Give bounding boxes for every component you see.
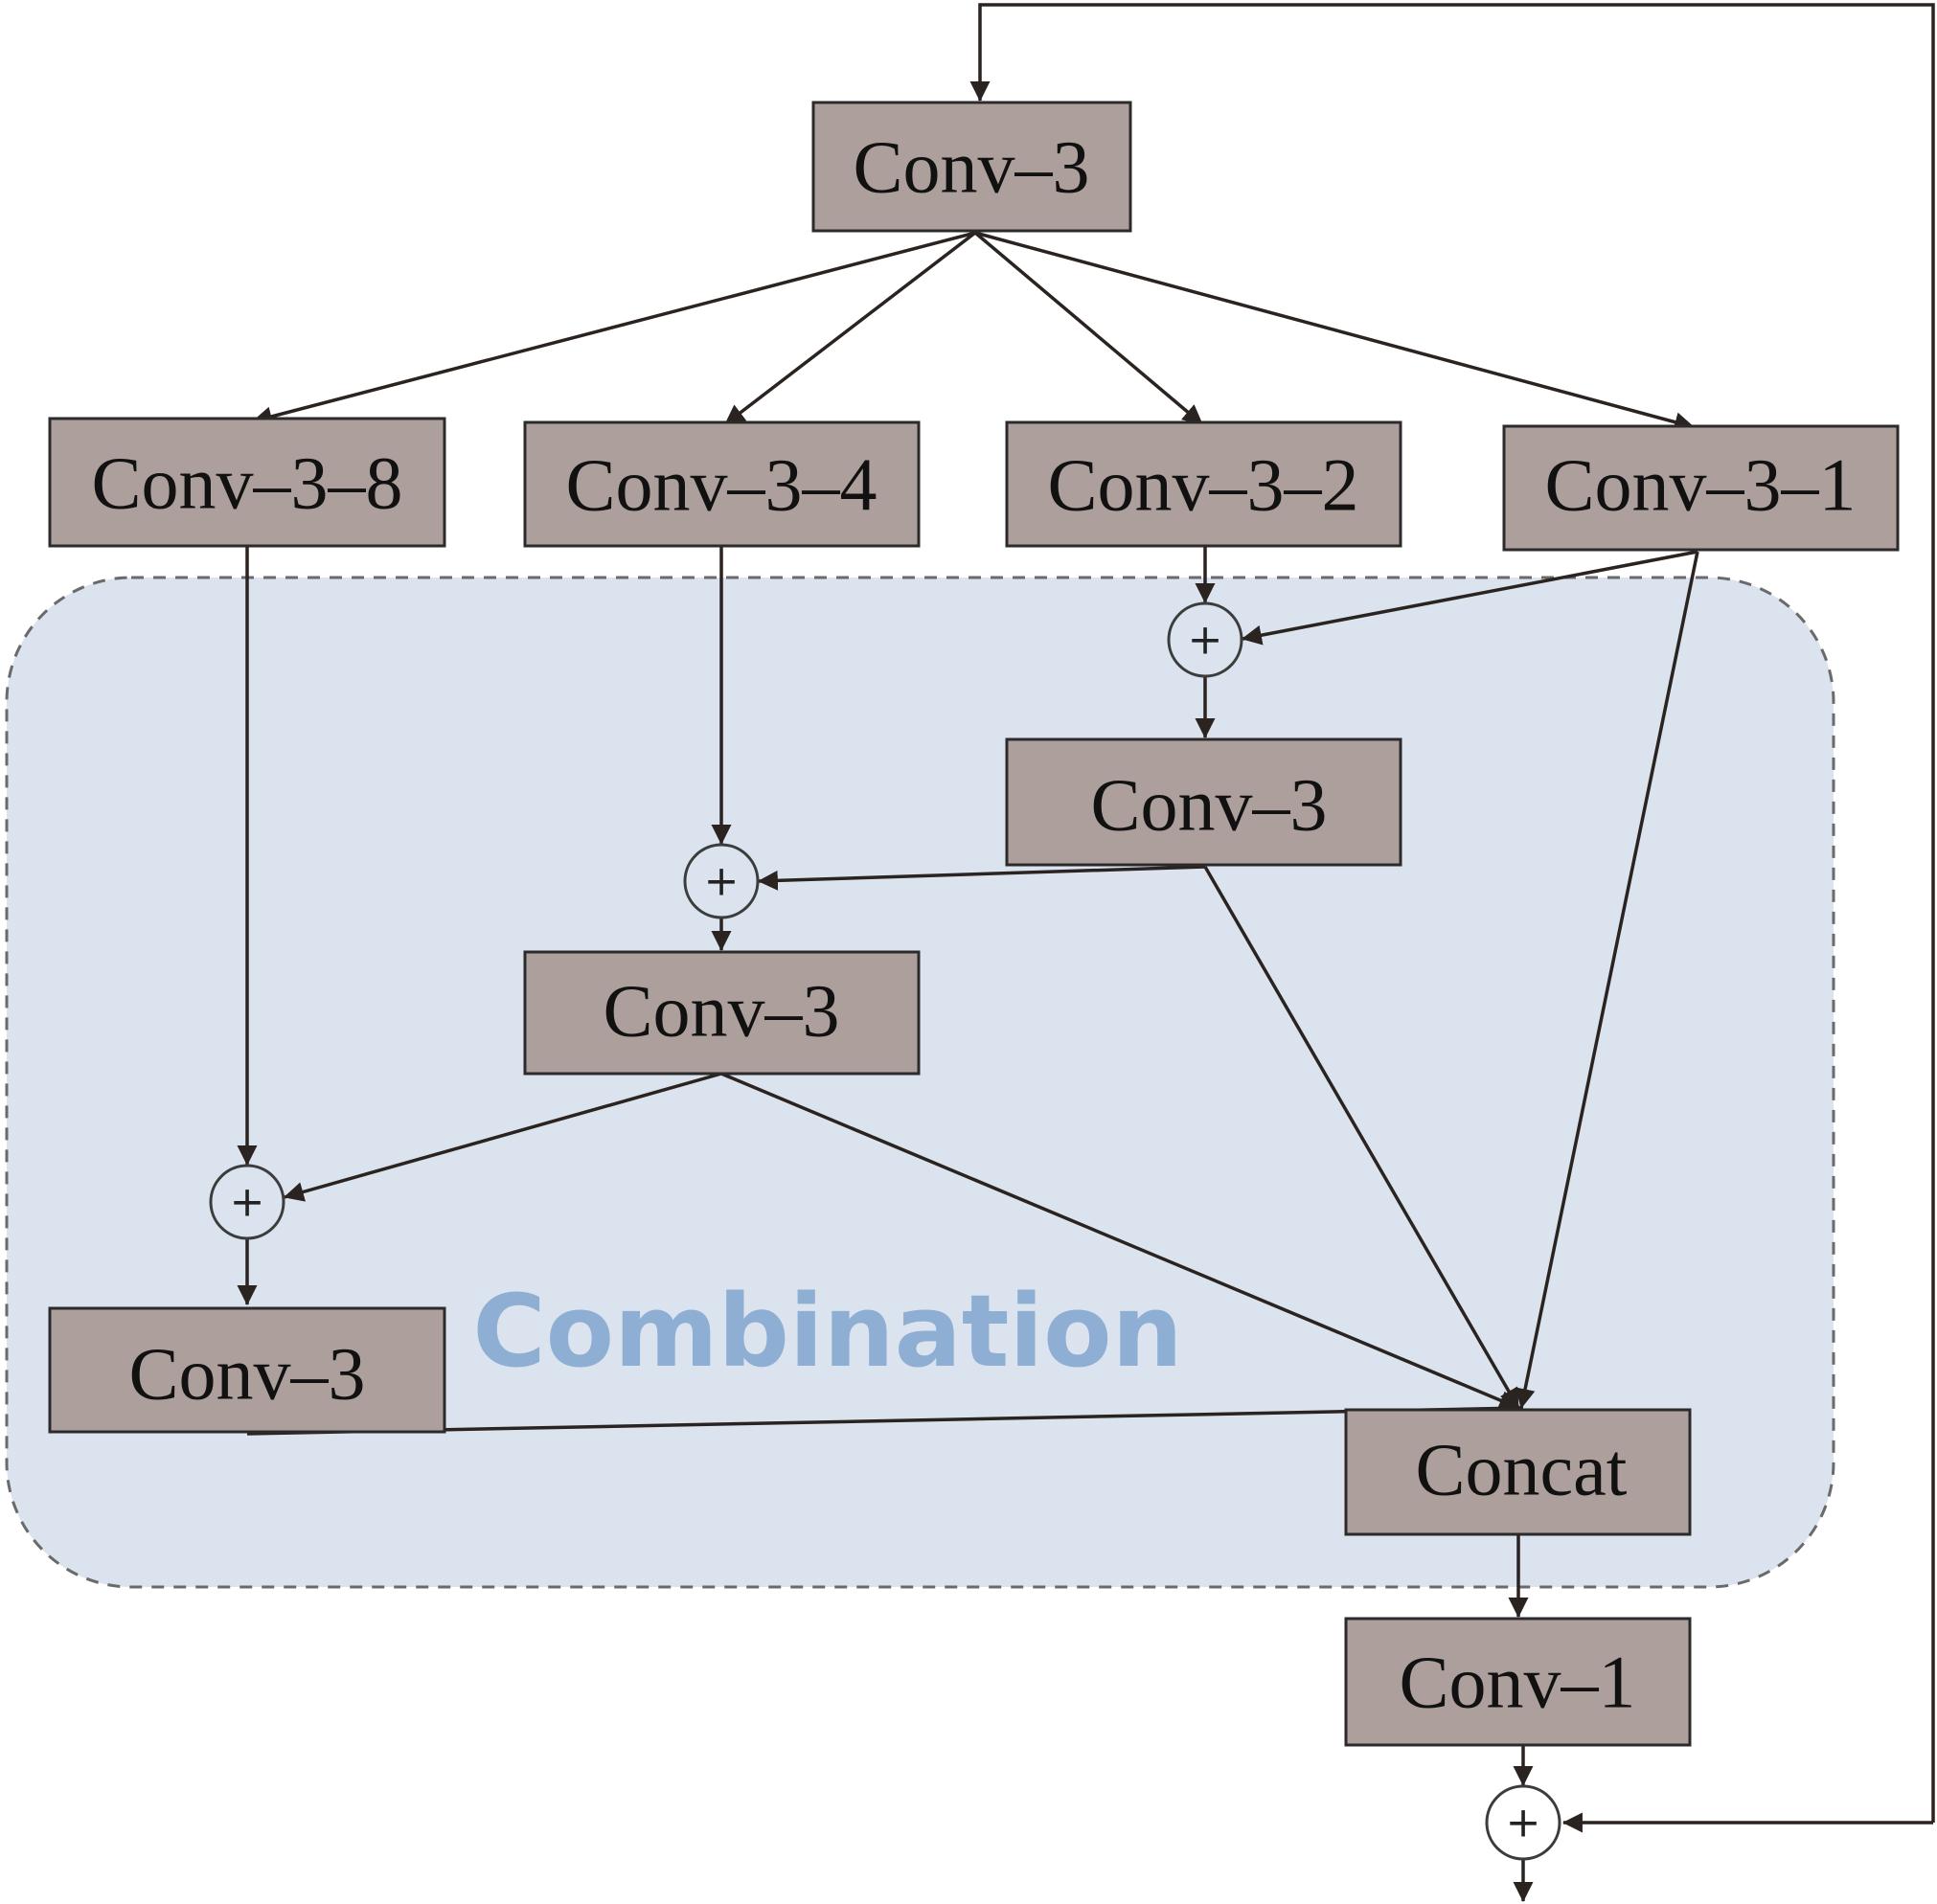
edge-skip-to-top [969, 3, 1935, 1823]
conv-3-4-label: Conv–3–4 [565, 443, 877, 527]
conv-3-1-box: Conv–3–1 [1502, 424, 1900, 552]
conv-mid-center-box: Conv–3 [523, 950, 921, 1076]
conv-top-label: Conv–3 [853, 125, 1089, 209]
conv-mid-right-label: Conv–3 [1090, 763, 1327, 847]
edge-conv-bottom-left-to-concat [246, 1406, 1524, 1436]
edge-conv-3-1-to-sum-1 [1241, 550, 1698, 646]
conv-3-8-box: Conv–3–8 [48, 417, 446, 548]
combination-label: Combination [472, 1273, 1182, 1390]
conv-mid-right-box: Conv–3 [1005, 737, 1402, 867]
conv-mid-center-label: Conv–3 [603, 969, 839, 1053]
conv-bottom-left-box: Conv–3 [48, 1306, 446, 1434]
conv-3-4-box: Conv–3–4 [523, 420, 921, 548]
sum-symbol: + [1506, 1799, 1541, 1847]
conv-3-2-label: Conv–3–2 [1047, 443, 1358, 527]
conv-1-label: Conv–1 [1399, 1641, 1635, 1724]
sum-symbol: + [1188, 616, 1223, 665]
concat-label: Concat [1416, 1428, 1628, 1511]
edge-conv-mid-center-to-concat [720, 1072, 1519, 1410]
sum-node: + [1167, 601, 1243, 678]
sum-symbol: + [704, 857, 740, 906]
edges [237, 3, 1935, 1903]
conv-top-box: Conv–3 [811, 101, 1132, 233]
conv-3-2-box: Conv–3–2 [1005, 420, 1402, 548]
sum-node: + [209, 1164, 285, 1240]
concat-box: Concat [1344, 1408, 1692, 1536]
final-sum-node: + [1485, 1784, 1561, 1861]
edge-conv-mid-right-to-concat [1203, 866, 1520, 1409]
edge-conv-mid-right-to-sum-2 [757, 865, 1206, 891]
edge-top-to-conv-3-1 [974, 231, 1696, 432]
conv-1-box: Conv–1 [1344, 1617, 1692, 1747]
sum-symbol: + [230, 1178, 265, 1227]
conv-3-1-label: Conv–3–1 [1544, 443, 1856, 527]
edge-top-to-conv-3-2 [973, 231, 1204, 426]
conv-3-8-label: Conv–3–8 [91, 442, 402, 525]
edge-conv-3-1-to-concat [1515, 551, 1699, 1410]
edge-top-to-conv-3-4 [723, 231, 977, 426]
conv-bottom-left-label: Conv–3 [128, 1332, 365, 1416]
edge-top-to-conv-3-8 [251, 231, 976, 427]
sum-node: + [683, 843, 760, 919]
edge-conv-mid-center-to-sum-3 [283, 1072, 722, 1202]
